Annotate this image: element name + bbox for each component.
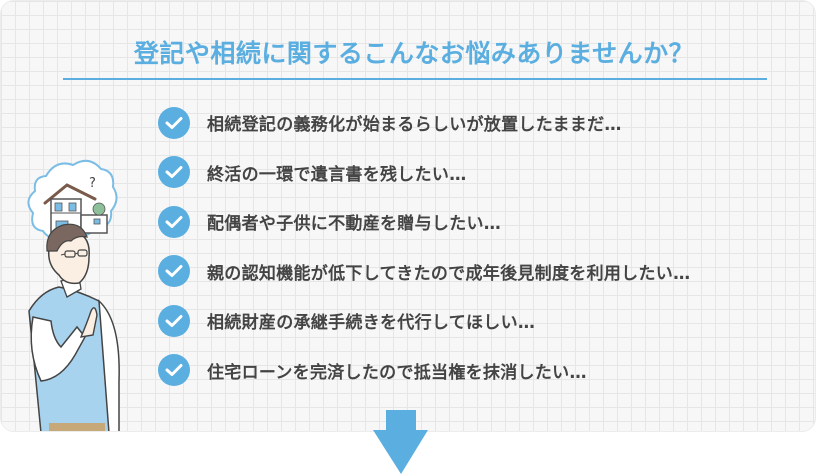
list-item-label: 配偶者や子供に不動産を贈与したい… xyxy=(207,214,502,234)
list-item: 住宅ローンを完済したので抵当権を抹消したい… xyxy=(158,353,690,388)
thinking-man-icon xyxy=(28,223,120,431)
list-item: 相続登記の義務化が始まるらしいが放置したままだ… xyxy=(158,105,690,140)
check-circle-icon xyxy=(158,304,190,337)
list-item-label: 相続登記の義務化が始まるらしいが放置したままだ… xyxy=(207,115,622,135)
svg-text:?: ? xyxy=(89,176,96,191)
concerns-list: 相続登記の義務化が始まるらしいが放置したままだ… 終活の一環で遺言書を残したい…… xyxy=(158,105,690,402)
arrow-down-icon xyxy=(370,410,430,476)
worried-man-illustration: ? xyxy=(1,151,151,431)
list-item: 終活の一環で遺言書を残したい… xyxy=(158,155,690,190)
section-title: 登記や相続に関するこんなお悩みありませんか？ xyxy=(133,39,695,68)
check-circle-icon xyxy=(158,205,190,238)
list-item: 親の認知機能が低下してきたので成年後見制度を利用したい… xyxy=(158,254,690,289)
list-item-label: 終活の一環で遺言書を残したい… xyxy=(207,164,467,185)
check-circle-icon xyxy=(158,106,190,139)
check-circle-icon xyxy=(158,255,190,287)
check-circle-icon xyxy=(158,156,190,188)
check-circle-icon xyxy=(158,354,190,386)
list-item-label: 相続財産の承継手続きを代行してほしい… xyxy=(207,313,536,333)
list-item-label: 住宅ローンを完済したので抵当権を抹消したい… xyxy=(207,362,587,383)
list-item-label: 親の認知機能が低下してきたので成年後見制度を利用したい… xyxy=(207,263,691,284)
concerns-card: 登記や相続に関するこんなお悩みありませんか？ 相続登記の義務化が始まるらしいが放… xyxy=(0,0,816,432)
title-underline xyxy=(63,78,767,80)
list-item: 相続財産の承継手続きを代行してほしい… xyxy=(158,303,690,338)
list-item: 配偶者や子供に不動産を贈与したい… xyxy=(158,204,690,239)
